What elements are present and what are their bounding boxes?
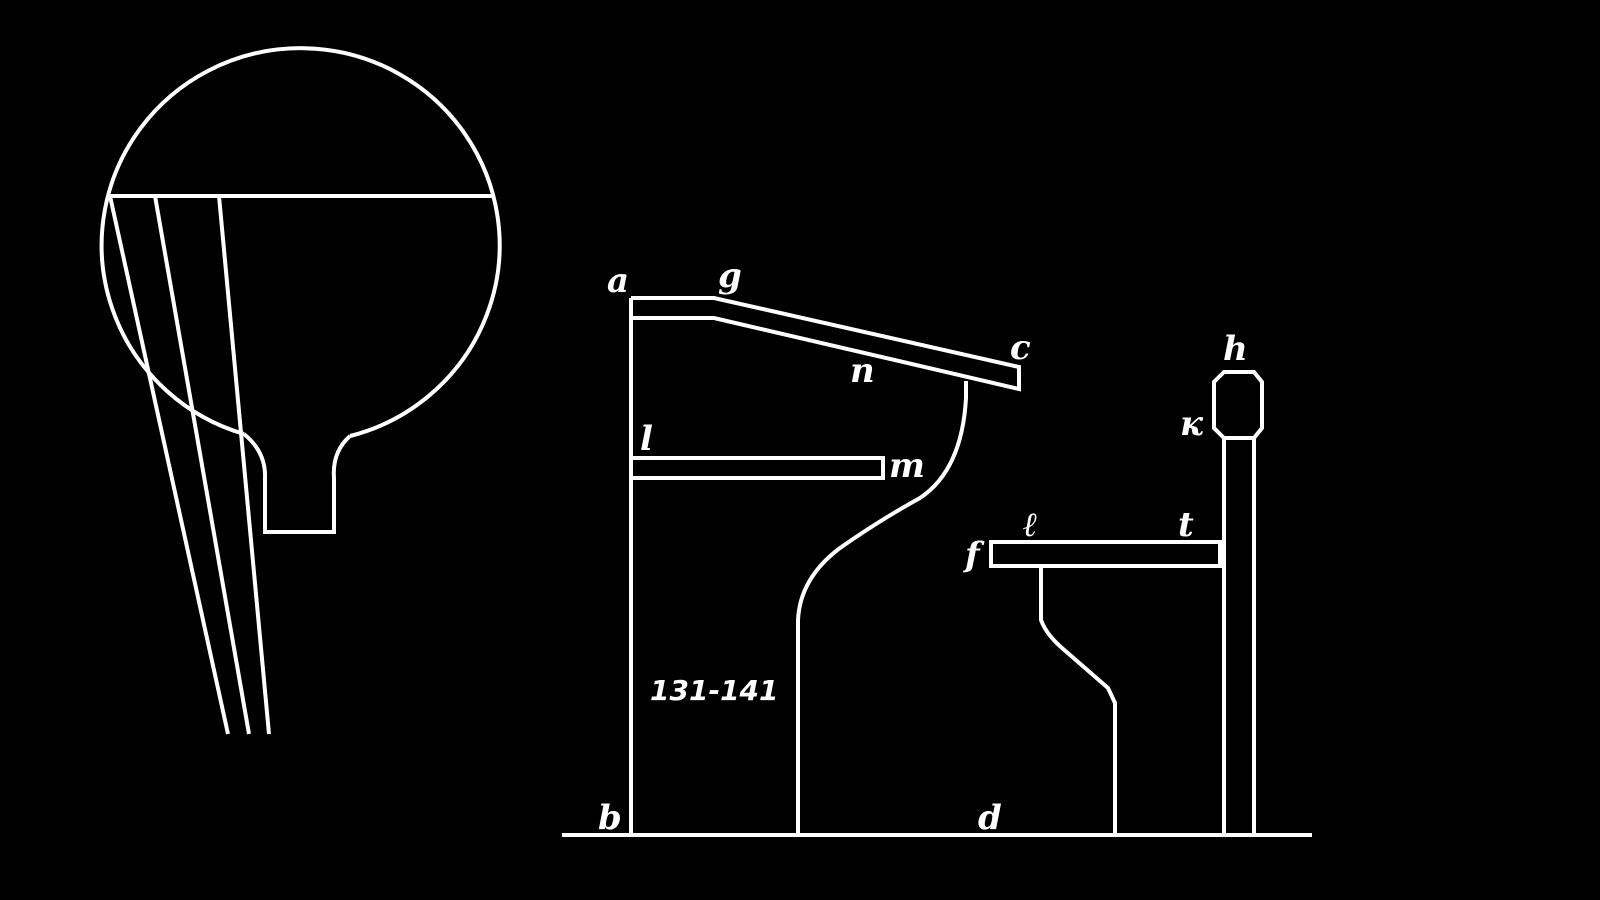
sight-circle xyxy=(99,46,502,438)
backrest-head xyxy=(1212,370,1264,440)
label-m: m xyxy=(889,446,925,486)
height-range-label: 131-141 xyxy=(650,674,779,707)
sight-line-1 xyxy=(108,195,230,735)
point-labels: a g c n h к l m f ℓ t b d 131-141 xyxy=(598,256,1248,838)
label-d: d xyxy=(978,798,1002,838)
bench-seat xyxy=(989,540,1222,568)
sight-circle-figure xyxy=(99,46,502,735)
label-k: к xyxy=(1180,404,1204,444)
label-g: g xyxy=(718,256,742,296)
desk-side-support xyxy=(796,381,968,835)
book-shelf xyxy=(631,456,885,480)
sight-line-3 xyxy=(217,195,271,735)
backrest-post xyxy=(1222,438,1256,835)
sight-line-2 xyxy=(153,195,251,735)
label-f: f xyxy=(963,535,985,575)
label-n: n xyxy=(850,351,875,391)
desk-top-board xyxy=(631,296,1021,392)
bench-support-leg xyxy=(1039,566,1117,835)
circle-neck xyxy=(242,432,352,534)
label-c: c xyxy=(1010,328,1031,368)
label-b: b xyxy=(598,798,622,838)
label-a: a xyxy=(607,261,629,301)
label-e: ℓ xyxy=(1023,505,1038,545)
label-h: h xyxy=(1223,329,1248,369)
label-t: t xyxy=(1178,505,1194,545)
label-l: l xyxy=(640,419,653,459)
school-desk-figure xyxy=(562,296,1312,837)
